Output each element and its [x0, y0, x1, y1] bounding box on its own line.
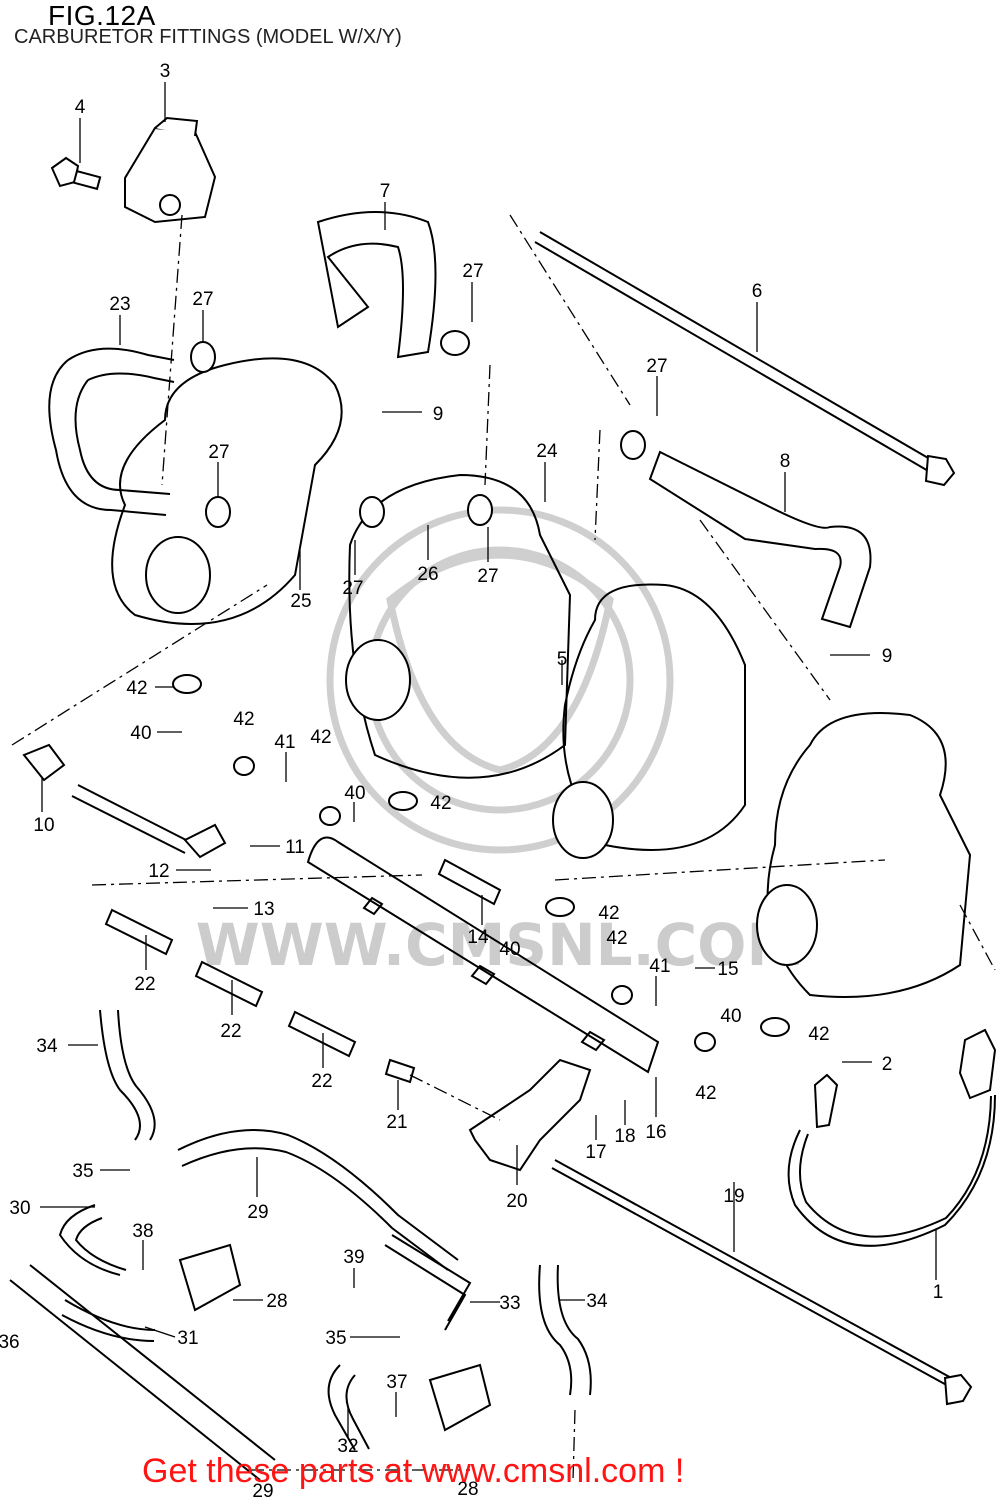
- callout-26[interactable]: 26: [417, 564, 438, 585]
- callout-5[interactable]: 5: [557, 649, 568, 670]
- footer-parts-link[interactable]: Get these parts at www.cmsnl.com !: [142, 1452, 685, 1490]
- callout-18[interactable]: 18: [614, 1126, 635, 1147]
- cable-end-1: [813, 1073, 839, 1129]
- vacuum-hoses: [9, 1009, 592, 1481]
- callout-9[interactable]: 9: [433, 404, 444, 425]
- rod-6: [534, 231, 956, 487]
- callout-41[interactable]: 41: [649, 956, 670, 977]
- callout-29[interactable]: 29: [252, 1481, 273, 1502]
- leader-lines: [40, 82, 937, 1437]
- callout-42[interactable]: 42: [310, 727, 331, 748]
- carburetor-bodies: [111, 357, 972, 998]
- callout-32[interactable]: 32: [337, 1436, 358, 1457]
- callout-27[interactable]: 27: [462, 261, 483, 282]
- callout-42[interactable]: 42: [808, 1024, 829, 1045]
- callout-41[interactable]: 41: [274, 732, 295, 753]
- clamps: [172, 330, 790, 1052]
- callout-40[interactable]: 40: [344, 783, 365, 804]
- callout-27[interactable]: 27: [208, 442, 229, 463]
- callout-39[interactable]: 39: [343, 1247, 364, 1268]
- guide-lines: [11, 214, 996, 1481]
- callout-23[interactable]: 23: [109, 294, 130, 315]
- hose-7: [316, 211, 437, 359]
- callout-34[interactable]: 34: [36, 1036, 58, 1057]
- pipe-22-set: [104, 858, 502, 1084]
- callout-15[interactable]: 15: [717, 959, 738, 980]
- callout-38[interactable]: 38: [132, 1221, 153, 1242]
- callout-7[interactable]: 7: [380, 181, 391, 202]
- callout-29[interactable]: 29: [247, 1202, 268, 1223]
- callout-21[interactable]: 21: [386, 1112, 407, 1133]
- bracket-20: [468, 1058, 592, 1172]
- callout-28[interactable]: 28: [457, 1479, 478, 1500]
- callout-labels: 1 2 3 4 5 6 7 8 9 9 10 11 12 13 14 15 16…: [0, 61, 944, 1502]
- callout-28[interactable]: 28: [266, 1291, 287, 1312]
- figure-title: FIG.12A: [48, 0, 156, 31]
- rod-10: [22, 743, 227, 859]
- callout-3[interactable]: 3: [160, 61, 171, 82]
- callout-37[interactable]: 37: [386, 1372, 407, 1393]
- callout-27[interactable]: 27: [477, 566, 498, 587]
- callout-25[interactable]: 25: [290, 591, 311, 612]
- callout-40[interactable]: 40: [499, 939, 520, 960]
- cable-1: [787, 1094, 996, 1247]
- callout-9[interactable]: 9: [882, 646, 893, 667]
- callout-14[interactable]: 14: [467, 927, 489, 948]
- callout-4[interactable]: 4: [75, 97, 86, 118]
- callout-1[interactable]: 1: [933, 1282, 944, 1303]
- callout-42[interactable]: 42: [126, 678, 147, 699]
- callout-22[interactable]: 22: [311, 1071, 332, 1092]
- solenoid-valves-28: [178, 1243, 492, 1432]
- callout-16[interactable]: 16: [645, 1122, 666, 1143]
- callout-31[interactable]: 31: [177, 1328, 198, 1349]
- callout-27[interactable]: 27: [342, 578, 363, 599]
- callout-13[interactable]: 13: [253, 899, 274, 920]
- callout-42[interactable]: 42: [695, 1083, 716, 1104]
- cable-adjuster-1: [958, 1028, 997, 1100]
- callout-6[interactable]: 6: [752, 281, 763, 302]
- callout-19[interactable]: 19: [723, 1186, 744, 1207]
- callout-27[interactable]: 27: [192, 289, 213, 310]
- figure-subtitle: CARBURETOR FITTINGS (MODEL W/X/Y): [14, 26, 402, 48]
- callout-17[interactable]: 17: [585, 1142, 606, 1163]
- callout-40[interactable]: 40: [720, 1006, 741, 1027]
- callout-35[interactable]: 35: [325, 1328, 346, 1349]
- callout-42[interactable]: 42: [606, 928, 627, 949]
- callout-34[interactable]: 34: [586, 1291, 608, 1312]
- callout-20[interactable]: 20: [506, 1191, 527, 1212]
- callout-35[interactable]: 35: [72, 1161, 93, 1182]
- throttle-sensor: [50, 116, 217, 224]
- callout-22[interactable]: 22: [220, 1021, 241, 1042]
- rod-19: [551, 1159, 973, 1406]
- hose-8: [648, 450, 872, 629]
- callout-30[interactable]: 30: [9, 1198, 30, 1219]
- callout-42[interactable]: 42: [598, 903, 619, 924]
- fuel-rail-16: [306, 836, 660, 1074]
- callout-11[interactable]: 11: [285, 837, 305, 858]
- callout-8[interactable]: 8: [780, 451, 791, 472]
- callout-36[interactable]: 36: [0, 1332, 20, 1353]
- hose-23: [48, 347, 175, 516]
- callout-22[interactable]: 22: [134, 974, 155, 995]
- callout-33[interactable]: 33: [499, 1293, 520, 1314]
- callout-42[interactable]: 42: [233, 709, 254, 730]
- callout-40[interactable]: 40: [130, 723, 151, 744]
- callout-12[interactable]: 12: [148, 861, 169, 882]
- callout-2[interactable]: 2: [882, 1054, 893, 1075]
- callout-27[interactable]: 27: [646, 356, 667, 377]
- callout-42[interactable]: 42: [430, 793, 451, 814]
- callout-24[interactable]: 24: [536, 441, 558, 462]
- callout-10[interactable]: 10: [33, 815, 54, 836]
